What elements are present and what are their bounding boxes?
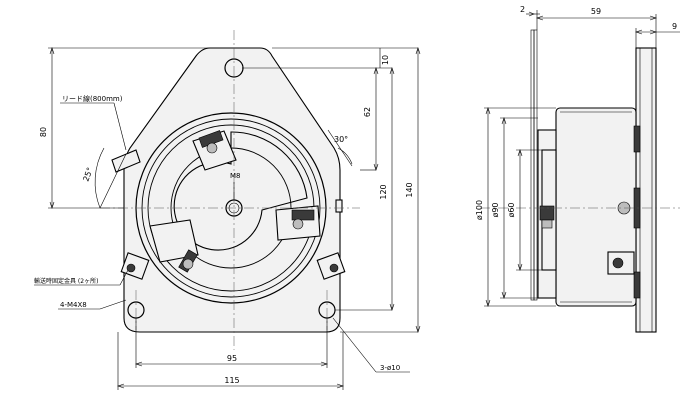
dim-80: [49, 47, 55, 209]
hub-screw-head: [541, 219, 553, 229]
lead-wire: [111, 149, 141, 173]
dim-59: [536, 15, 657, 21]
side-view: 2 59 9 ø100 ø90: [475, 5, 680, 333]
dim-10-label: 10: [381, 55, 390, 65]
dim-95-label: 95: [227, 354, 237, 363]
dim-2-label: 2: [520, 5, 525, 14]
dim-9-label: 9: [672, 22, 677, 31]
bolt-right: [291, 209, 315, 230]
tap-label: 4-M4X8: [60, 301, 87, 309]
dim-120: [389, 67, 395, 311]
dim-95: [135, 361, 328, 367]
hole-label: 3-ø10: [380, 364, 400, 372]
bolt-top: [198, 130, 224, 154]
bolt-left: [178, 249, 198, 273]
arm-left: [149, 219, 199, 263]
dim-dia60-label: ø60: [507, 202, 516, 217]
dim-62: [373, 67, 379, 171]
fix-bracket-left: [120, 252, 150, 280]
dim-115: [117, 383, 344, 389]
dim-dia60: [517, 149, 523, 271]
angle-25-label: 25°: [81, 166, 94, 182]
angle-30-arc: [337, 147, 353, 165]
dim-dia90-label: ø90: [491, 202, 500, 217]
fix-bracket-right: [316, 252, 346, 280]
dim-80-label: 80: [39, 127, 48, 137]
dim-59-label: 59: [591, 7, 601, 16]
dim-62-label: 62: [363, 107, 372, 117]
hub-plate: [173, 131, 308, 251]
center-label: M8: [230, 172, 241, 180]
terminal-stub: [335, 199, 343, 213]
front-view: 80 62 10 120 140 95: [34, 30, 421, 390]
fix-bracket-label: 輸送時固定金具 (2ヶ所): [34, 277, 98, 285]
tab-bottom: [633, 271, 641, 299]
side-bracket-bolt: [612, 257, 624, 269]
thin-plate-inner: [530, 29, 535, 301]
dim-120-label: 120: [379, 184, 388, 199]
thin-plate: [533, 29, 538, 301]
dim-dia100-label: ø100: [475, 200, 484, 220]
lead-wire-label: リード線(800mm): [62, 94, 123, 103]
dim-dia90: [501, 117, 507, 299]
angle-25-arc: [94, 147, 105, 209]
angle-30-label: 30°: [334, 135, 348, 144]
tab-top: [633, 125, 641, 153]
dim-140-label: 140: [405, 182, 414, 197]
dim-140: [415, 47, 421, 333]
dim-dia100: [485, 107, 491, 307]
dim-115-label: 115: [224, 376, 239, 385]
